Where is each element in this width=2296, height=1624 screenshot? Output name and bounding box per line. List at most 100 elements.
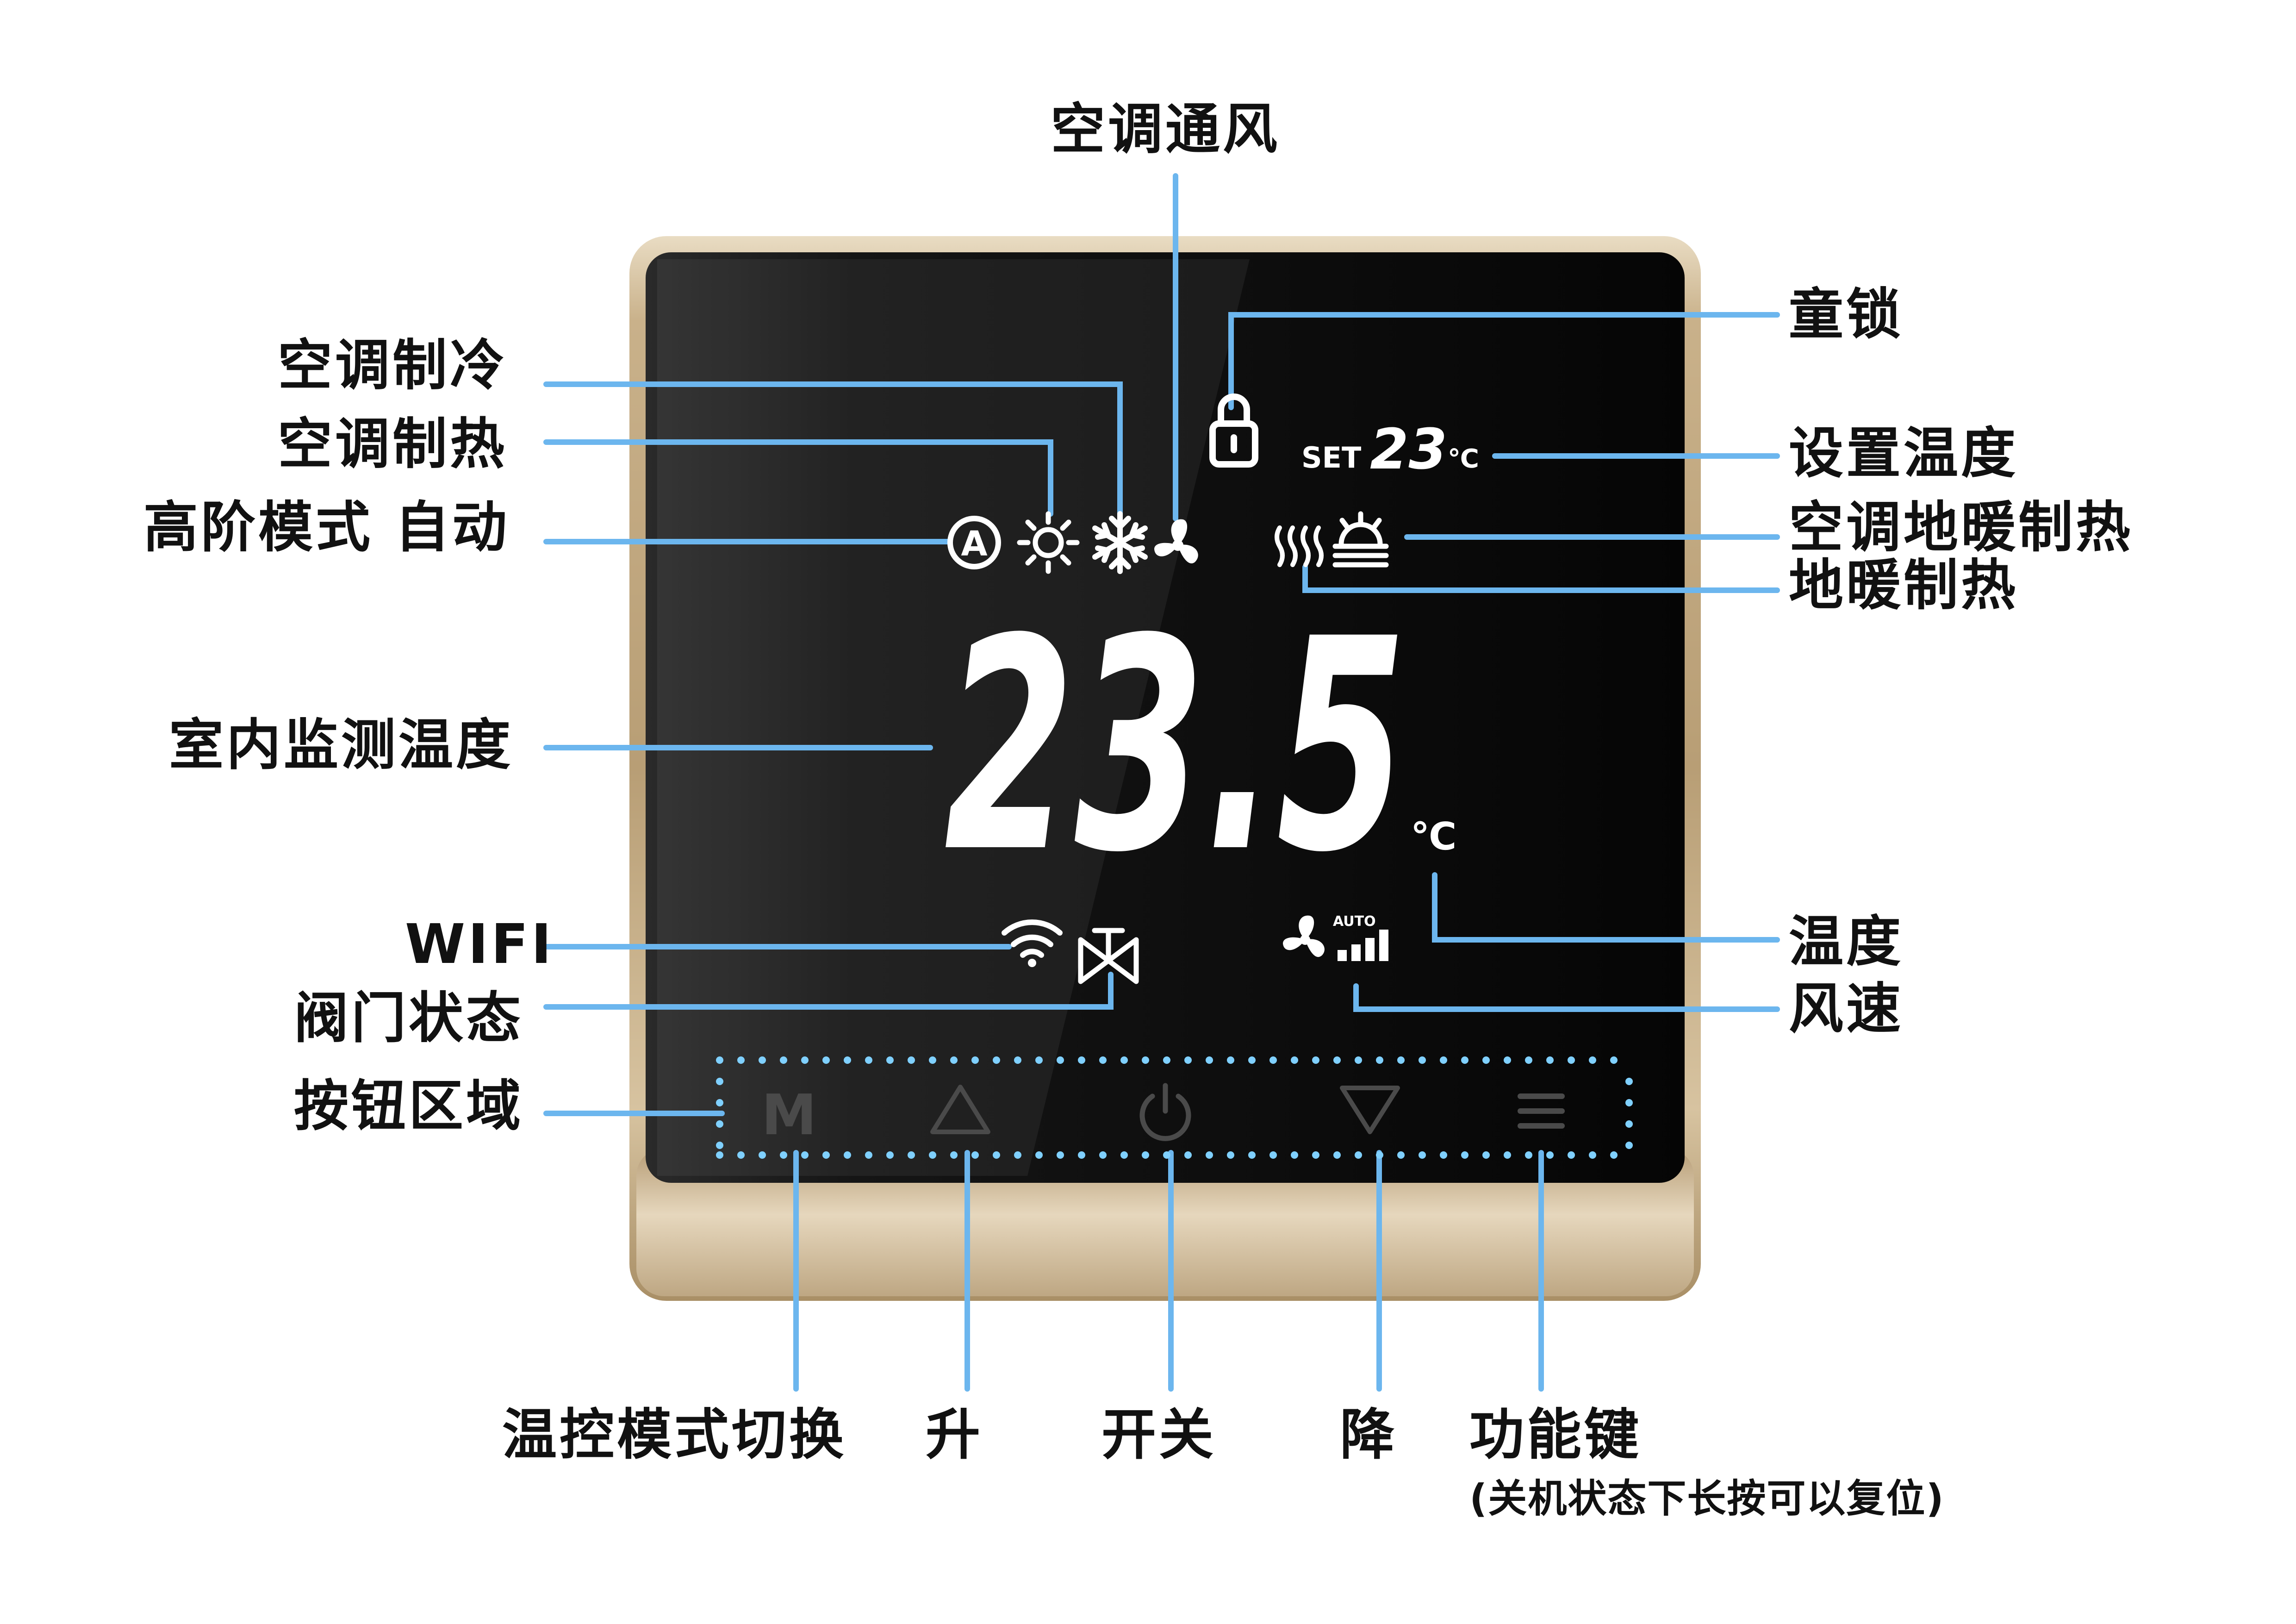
leader-child-lock [1228,312,1780,410]
snowflake-icon [1092,511,1148,574]
touch-area-dot [1163,1151,1170,1159]
set-label: SET [1301,441,1361,475]
touch-area-dot [1248,1056,1256,1064]
touch-area-dot [1163,1056,1170,1064]
touch-area-dot [1269,1056,1277,1064]
screen-glass [646,252,1685,1183]
touch-area-dot [1078,1056,1085,1064]
touch-area-dot [886,1151,894,1159]
ac-floor-heating-icon [1332,511,1389,568]
touch-area-dot [1035,1056,1043,1064]
label-power: 开关 [1101,1403,1217,1467]
auto-mode-icon: A [947,516,1001,569]
touch-area-dot [1227,1056,1234,1064]
label-high-mode-auto: 高阶模式 自动 [143,495,510,559]
mode-button[interactable]: M [761,1083,816,1148]
touch-area-dot [908,1056,915,1064]
touch-area-dot [1461,1056,1468,1064]
down-button[interactable] [1340,1086,1400,1134]
touch-area-dot [1333,1151,1341,1159]
m-icon: M [761,1083,816,1148]
touch-area-dot [1312,1056,1319,1064]
touch-area-dot [801,1056,809,1064]
power-button[interactable] [1139,1083,1191,1141]
touch-area-dot [1014,1056,1021,1064]
touch-area-dot [1120,1151,1128,1159]
touch-area-dot [1184,1056,1192,1064]
touch-area-dot [1625,1078,1633,1085]
touch-area-dot [716,1142,723,1149]
touch-area-dot [1057,1056,1064,1064]
touch-area-dot [971,1151,979,1159]
touch-area-dot [737,1151,745,1159]
touch-area-dot [1206,1151,1213,1159]
touch-area-dot [716,1056,723,1064]
label-down: 降 [1340,1403,1398,1467]
touch-area-dot [1078,1151,1085,1159]
lock-icon [1209,394,1258,468]
touch-area-dot [780,1056,787,1064]
auto-fan-label: AUTO [1333,913,1376,930]
leader-fan-speed [1353,983,1780,1012]
touch-area-dot [1035,1151,1043,1159]
touch-area-dot [1625,1142,1633,1149]
touch-area-dot [1461,1151,1468,1159]
set-temperature-value: 23 [1370,418,1447,482]
touch-area-dot [1376,1151,1383,1159]
touch-area-dot [1120,1056,1128,1064]
touch-area-dot [716,1078,723,1085]
triangle-down-icon [1340,1086,1400,1134]
touch-area-dot [1504,1056,1511,1064]
leader-ac-cooling [543,381,1123,517]
label-ac-floor-heating: 空调地暖制热 [1789,495,2134,559]
touch-area-dot [1291,1151,1298,1159]
leader-valve-state [543,972,1114,1010]
leader-lines [543,173,1780,1392]
touch-area-dot [971,1056,979,1064]
touch-area-dot [716,1151,723,1159]
touch-area-dot [865,1151,872,1159]
touch-area-dot [1419,1151,1426,1159]
touch-area-dot [886,1056,894,1064]
touch-area-dot [1625,1120,1633,1128]
wifi-icon [1002,919,1063,967]
label-wifi: WIFI [405,912,554,976]
touch-area-dot [1376,1056,1383,1064]
up-button[interactable] [930,1085,990,1134]
label-temperature-unit: 温度 [1789,910,1904,974]
touch-area-dot [801,1151,809,1159]
label-child-lock: 童锁 [1789,282,1904,346]
room-temperature-unit: ℃ [1411,815,1456,859]
touch-area-dot [780,1151,787,1159]
touch-area-dot [1397,1151,1405,1159]
leader-temperature-unit [1432,872,1780,943]
label-function-key-note: (关机状态下长按可以复位) [1469,1476,1945,1521]
touch-area-dot [950,1151,958,1159]
touch-area-dot [1248,1151,1256,1159]
touch-area-dot [1525,1151,1532,1159]
fan-icon [1154,519,1198,564]
touch-area-dot [1568,1056,1575,1064]
touch-area-dot [1589,1151,1596,1159]
label-fan-speed: 风速 [1789,977,1904,1041]
touch-area-dot [1525,1056,1532,1064]
gold-chin [636,1148,1694,1296]
touch-area-dot [993,1056,1000,1064]
touch-area-dot [1625,1099,1633,1106]
touch-area-dot [1142,1056,1149,1064]
label-ac-heating: 空调制热 [278,412,508,476]
menu-icon [1518,1093,1565,1129]
touch-area-dot [1546,1056,1554,1064]
room-temperature-value: 23.5 [944,576,1407,916]
menu-button[interactable] [1518,1093,1565,1129]
touch-area-dot [908,1151,915,1159]
touch-area-dot [1057,1151,1064,1159]
touch-area-dot [1014,1151,1021,1159]
touch-area-dot [1546,1151,1554,1159]
touch-button-area [716,1056,1633,1159]
touch-area-dot [1419,1056,1426,1064]
sun-icon [1017,511,1080,574]
touch-area-dot [759,1056,766,1064]
touch-area-dot [759,1151,766,1159]
